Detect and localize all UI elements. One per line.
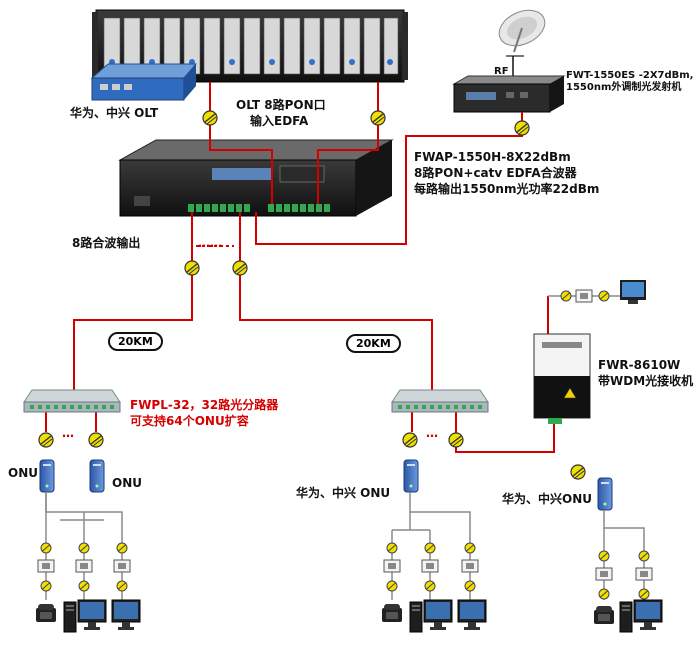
distance-badge-right: 20KM	[346, 334, 401, 353]
optical-transmitter	[452, 75, 566, 113]
splitter-label-2: 可支持64个ONU扩容	[130, 414, 249, 428]
onu-label-mid: 华为、中兴 ONU	[296, 486, 391, 500]
optical-receiver	[533, 333, 591, 424]
edfa-label-1: FWAP-1550H-8X22dBm	[414, 150, 571, 164]
olt-pon-label-2: 输入EDFA	[250, 114, 309, 128]
optical-splitter-left	[23, 389, 121, 413]
receiver-tv-link	[548, 280, 646, 304]
combined-output-label: 8路合波输出	[72, 236, 141, 250]
distance-badge-left: 20KM	[108, 332, 163, 351]
splitter-dots-right: …	[426, 426, 438, 440]
coax-connectors	[37, 542, 653, 600]
edfa-label-3: 每路输出1550nm光功率22dBm	[414, 182, 600, 196]
transmitter-label-1: FWT-1550ES -2X7dBm,	[566, 70, 694, 81]
receiver-label-1: FWR-8610W	[598, 358, 681, 372]
edfa-label-2: 8路PON+catv EDFA合波器	[414, 166, 577, 180]
onu-label-right: 华为、中兴ONU	[502, 492, 592, 506]
rf-label: RF	[494, 66, 509, 77]
splitter-dots-left: …	[62, 426, 74, 440]
transmitter-label-2: 1550nm外调制光发射机	[566, 82, 682, 93]
end-devices	[36, 599, 663, 633]
output-dots: ……	[198, 236, 222, 250]
olt-rack	[92, 9, 408, 83]
receiver-label-2: 带WDM光接收机	[598, 374, 694, 388]
onu-label-left: ONU	[8, 466, 38, 480]
coax-distribution	[45, 492, 645, 600]
optical-splitter-right	[391, 389, 489, 413]
splitter-label-1: FWPL-32，32路光分路器	[130, 398, 279, 412]
olt-small-box	[90, 63, 198, 101]
olt-label: 华为、中兴 OLT	[70, 106, 159, 120]
edfa-combiner	[118, 139, 394, 217]
onu-label-left-2: ONU	[112, 476, 142, 490]
olt-pon-label-1: OLT 8路PON口	[236, 98, 326, 112]
satellite-dish-icon	[498, 9, 546, 84]
